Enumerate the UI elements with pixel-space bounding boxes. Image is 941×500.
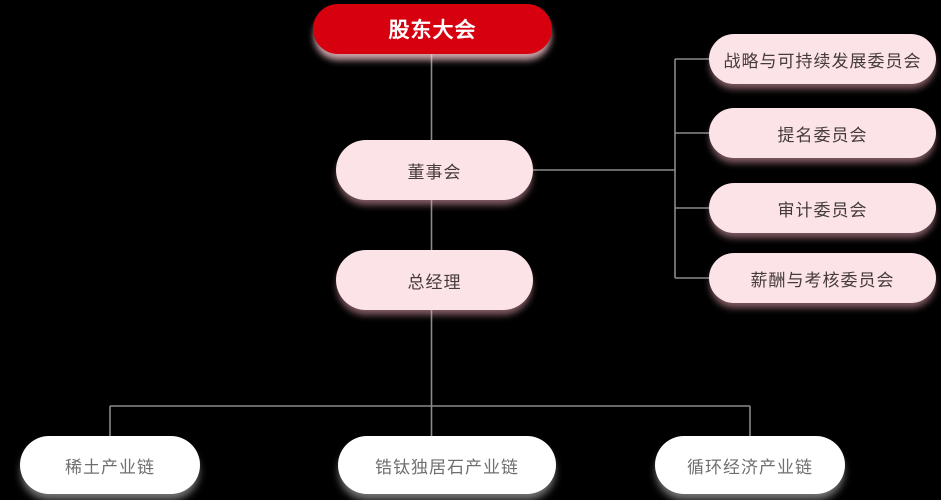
node-committee-remuneration-assessment: 薪酬与考核委员会 [709, 253, 936, 303]
node-chain-zirconium-titanium-monazite: 锆钛独居石产业链 [338, 436, 556, 494]
node-general-manager: 总经理 [336, 250, 533, 310]
node-label: 战略与可持续发展委员会 [723, 51, 922, 71]
node-chain-rare-earth: 稀土产业链 [20, 436, 200, 494]
node-label: 审计委员会 [777, 200, 868, 220]
node-label: 董事会 [407, 162, 462, 182]
node-chain-circular-economy: 循环经济产业链 [655, 436, 845, 494]
node-committee-strategy-sustainability: 战略与可持续发展委员会 [709, 34, 936, 84]
node-label: 总经理 [407, 272, 462, 292]
node-label: 薪酬与考核委员会 [750, 270, 895, 290]
node-label: 提名委员会 [777, 125, 868, 145]
node-label: 股东大会 [388, 19, 477, 42]
node-label: 锆钛独居石产业链 [375, 457, 519, 477]
node-shareholders-meeting: 股东大会 [313, 4, 552, 54]
node-committee-nomination: 提名委员会 [709, 108, 936, 158]
node-label: 稀土产业链 [65, 457, 155, 477]
node-board-of-directors: 董事会 [336, 140, 533, 200]
node-committee-audit: 审计委员会 [709, 183, 936, 233]
node-label: 循环经济产业链 [687, 457, 813, 477]
